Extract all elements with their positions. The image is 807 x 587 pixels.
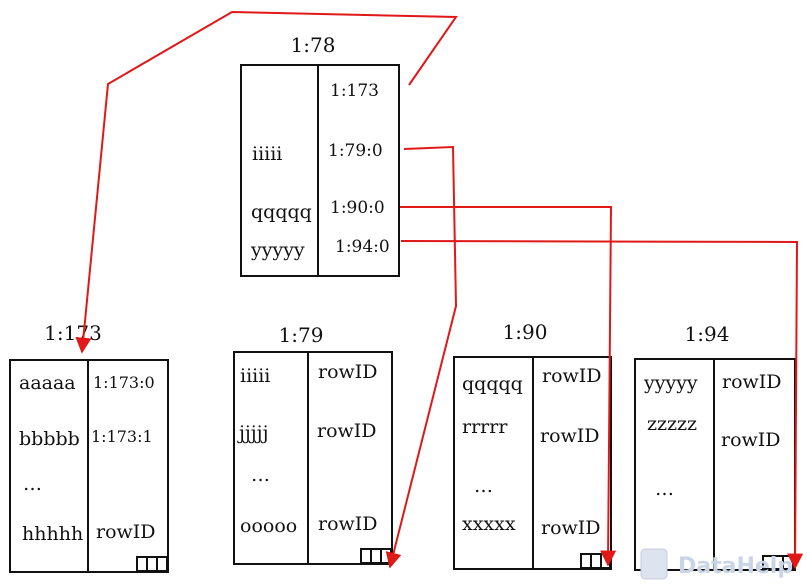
leaf-1-key-2: bbbbb — [19, 428, 80, 450]
watermark-icon — [640, 548, 668, 580]
root-page-box — [240, 64, 400, 277]
leaf-1-key-3: … — [23, 473, 42, 495]
leaf-2-next-pointer-slots — [360, 548, 392, 564]
arrow-root-to-1-94 — [400, 240, 804, 570]
leaf-2-key-3: … — [251, 464, 270, 486]
root-pointer-3: 1:90:0 — [330, 198, 385, 218]
leaf-4-value-2: rowID — [721, 429, 781, 451]
root-key-3: yyyyy — [250, 239, 305, 261]
leaf-2-title: 1:79 — [279, 323, 324, 347]
leaf-3-key-2: rrrrr — [462, 416, 508, 438]
leaf-4-key-3: … — [655, 478, 674, 500]
arrow-root-to-1-173 — [75, 10, 458, 354]
leaf-1-key-1: aaaaa — [19, 372, 76, 394]
leaf-4-key-2: zzzzz — [647, 413, 697, 435]
leaf-2-key-1: iiiii — [240, 365, 270, 387]
leaf-3-key-3: … — [474, 475, 493, 497]
leaf-page-1-94: 1:94 yyyyy zzzzz … rowID rowID — [634, 322, 796, 571]
leaf-3-value-2: rowID — [540, 425, 600, 447]
watermark-text: DataHelp — [678, 554, 793, 579]
leaf-3-next-pointer-slots — [580, 553, 611, 569]
root-page-title: 1:78 — [291, 33, 336, 57]
arrow-root-to-1-90 — [400, 206, 617, 567]
root-pointer-4: 1:94:0 — [335, 237, 390, 257]
leaf-4-value-1: rowID — [722, 371, 782, 393]
pointer-arrows — [75, 10, 804, 570]
leaf-3-value-3: rowID — [541, 517, 601, 539]
leaf-page-1-90: 1:90 qqqqq rrrrr … xxxxx rowID rowID row… — [453, 320, 612, 570]
arrow-root-to-1-79 — [385, 145, 458, 569]
leaf-2-value-1: rowID — [318, 361, 378, 383]
leaf-2-value-3: rowID — [318, 513, 378, 535]
root-pointer-2: 1:79:0 — [328, 141, 383, 161]
leaf-1-value-2: 1:173:1 — [91, 427, 153, 446]
leaf-3-key-1: qqqqq — [462, 373, 523, 395]
root-key-1: iiiii — [252, 143, 282, 165]
leaf-3-key-4: xxxxx — [462, 513, 516, 535]
watermark-logo: DataHelp — [640, 548, 793, 580]
leaf-2-box — [233, 351, 393, 565]
leaf-4-title: 1:94 — [685, 322, 730, 346]
leaf-2-key-4: ooooo — [240, 515, 297, 537]
leaf-2-key-2: jjjjj — [237, 422, 268, 444]
root-key-2: qqqqq — [251, 201, 312, 223]
leaf-1-next-pointer-slots — [136, 556, 168, 572]
leaf-page-1-173: 1:173 aaaaa bbbbb … hhhhh 1:173:0 1:173:… — [9, 321, 169, 573]
leaf-1-key-4: hhhhh — [22, 523, 83, 545]
root-page: 1:78 iiiii qqqqq yyyyy 1:173 1:79:0 1:90… — [240, 33, 400, 277]
leaf-4-key-1: yyyyy — [643, 372, 698, 394]
leaf-1-value-1: 1:173:0 — [93, 373, 155, 392]
root-pointer-1: 1:173 — [330, 81, 379, 101]
leaf-3-value-1: rowID — [542, 365, 602, 387]
leaf-1-value-3: rowID — [96, 521, 156, 543]
leaf-page-1-79: 1:79 iiiii jjjjj … ooooo rowID rowID row… — [233, 323, 393, 565]
leaf-2-value-2: rowID — [317, 420, 377, 442]
leaf-1-title: 1:173 — [44, 321, 102, 345]
leaf-3-title: 1:90 — [503, 320, 548, 344]
